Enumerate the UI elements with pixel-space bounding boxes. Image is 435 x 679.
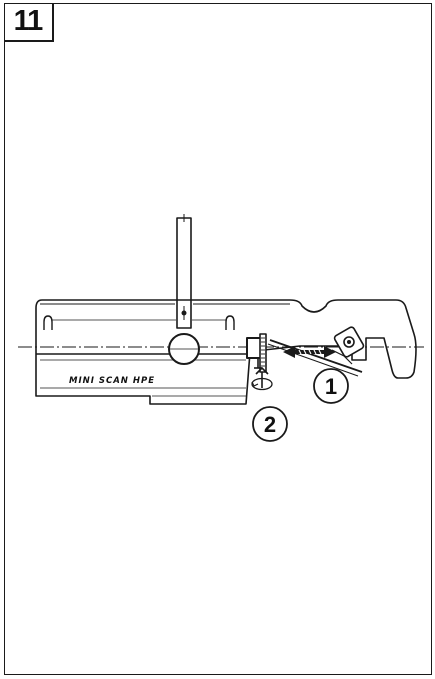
rotate-arrow-icon [251,366,273,391]
callout-1: 1 [313,368,349,404]
focus-ring [246,333,267,373]
callout-2-label: 2 [264,412,276,437]
callout-1-label: 1 [325,374,337,399]
callout-2: 2 [252,406,288,442]
tilt-knob [168,333,200,365]
mirror-assembly [267,326,365,377]
slide-arrow-icon [283,346,336,358]
step-number: 11 [13,5,44,37]
figure-frame [4,3,432,675]
mounting-yoke [176,214,192,329]
brand-label: MINI SCAN HPE [69,376,155,386]
fixture-housing [35,299,417,405]
step-number-box: 11 [4,3,54,42]
